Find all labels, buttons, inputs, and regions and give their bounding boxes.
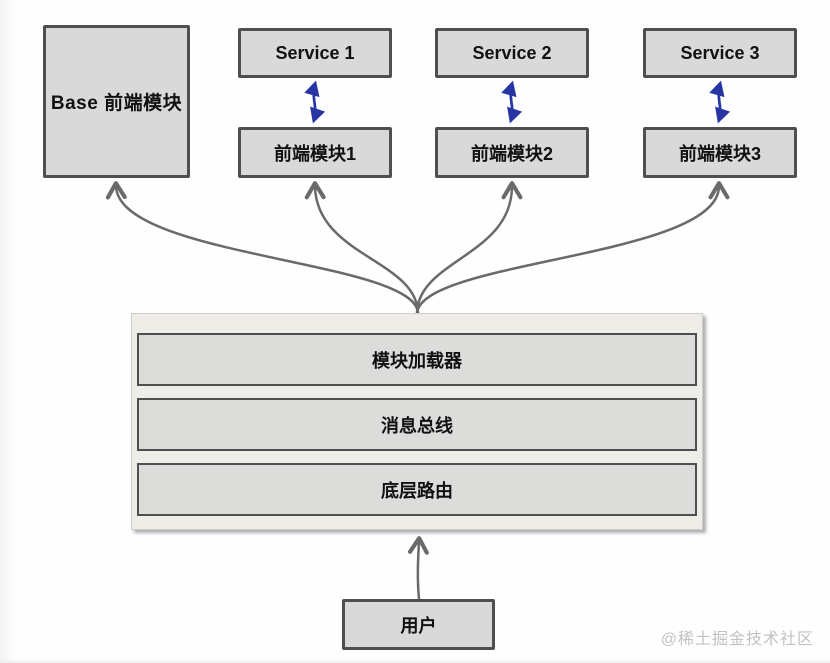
service-1-label: Service 1 [275,42,355,63]
base-frontend-module-box: Base 前端模块 [43,25,190,178]
layer-base-routing-label: 底层路由 [381,480,453,501]
service-2-box: Service 2 [435,28,589,78]
layer-base-routing: 底层路由 [137,463,697,516]
connector-service2-module2 [501,80,523,124]
layer-message-bus: 消息总线 [137,398,697,451]
connector-platform-to-module2 [415,181,523,315]
user-label: 用户 [400,615,437,636]
layer-module-loader-label: 模块加载器 [372,350,462,371]
service-3-label: Service 3 [680,42,760,63]
connector-platform-to-module3 [415,181,730,315]
frontend-module-2-label: 前端模块2 [470,143,553,164]
service-2-label: Service 2 [472,42,552,63]
user-box: 用户 [342,599,495,650]
frontend-module-2-box: 前端模块2 [435,127,589,178]
connector-user-to-platform [407,536,429,600]
connector-service3-module3 [709,80,731,124]
frontend-module-1-label: 前端模块1 [273,143,356,164]
layer-message-bus-label: 消息总线 [381,415,453,436]
connector-service1-module1 [304,80,326,124]
frontend-module-3-label: 前端模块3 [678,143,761,164]
layer-module-loader: 模块加载器 [137,333,697,386]
service-1-box: Service 1 [238,28,392,78]
watermark: @稀土掘金技术社区 [660,631,814,648]
base-frontend-module-label: Base 前端模块 [50,93,183,114]
frontend-module-1-box: 前端模块1 [238,127,392,178]
connector-platform-to-module1 [304,181,420,315]
platform-container: 模块加载器 消息总线 底层路由 [131,313,703,530]
frontend-module-3-box: 前端模块3 [643,127,797,178]
connector-platform-to-base [105,181,420,315]
service-3-box: Service 3 [643,28,797,78]
